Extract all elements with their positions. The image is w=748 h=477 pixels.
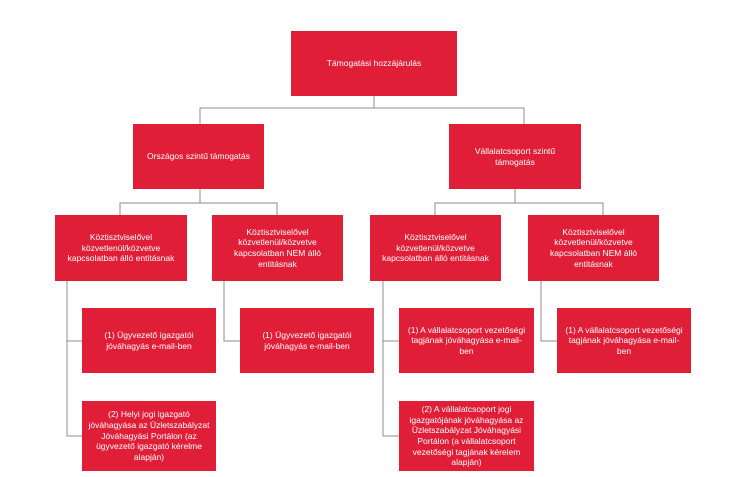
national-related-step2-label: (2) Helyi jogi igazgató jóváhagyása az Ü… xyxy=(88,409,210,462)
group-support-label: Vállalatcsoport szintű támogatás xyxy=(474,145,556,167)
group-unrelated-step1-node: (1) A vállalatcsoport vezetőségi tagjána… xyxy=(557,308,691,373)
group-related-step2-label: (2) A vállalatcsoport jogi igazgatójának… xyxy=(409,404,524,468)
group-related-step1-label: (1) A vállalatcsoport vezetőségi tagjána… xyxy=(407,324,526,356)
group-related-step1-node: (1) A vállalatcsoport vezetőségi tagjána… xyxy=(399,308,534,373)
national-support-label: Országos szintű támogatás xyxy=(147,151,250,162)
national-unrelated-step1-label: (1) Ügyvezető igazgatói jóváhagyás e-mai… xyxy=(262,329,352,351)
root-label: Támogatási hozzájárulás xyxy=(326,58,422,69)
group-related-entity-label: Köztisztviselővel közvetlenül/közvetve k… xyxy=(382,232,489,264)
national-related-step1-node: (1) Ügyvezető igazgatói jóváhagyás e-mai… xyxy=(82,308,216,373)
national-support-node: Országos szintű támogatás xyxy=(133,124,264,189)
group-related-step2-node: (2) A vállalatcsoport jogi igazgatójának… xyxy=(399,401,534,471)
national-related-step1-label: (1) Ügyvezető igazgatói jóváhagyás e-mai… xyxy=(104,329,194,351)
national-unrelated-step1-node: (1) Ügyvezető igazgatói jóváhagyás e-mai… xyxy=(240,308,374,373)
group-unrelated-entity-label: Köztisztviselővel közvetlenül/közvetve k… xyxy=(550,226,637,269)
national-unrelated-entity-label: Köztisztviselővel közvetlenül/közvetve k… xyxy=(234,226,321,269)
group-unrelated-entity-node: Köztisztviselővel közvetlenül/közvetve k… xyxy=(528,215,659,281)
national-unrelated-entity-node: Köztisztviselővel közvetlenül/közvetve k… xyxy=(212,215,343,281)
group-support-node: Vállalatcsoport szintű támogatás xyxy=(449,124,581,189)
group-unrelated-step1-label: (1) A vállalatcsoport vezetőségi tagjána… xyxy=(565,324,683,356)
national-related-entity-node: Köztisztviselővel közvetlenül/közvetve k… xyxy=(55,215,187,281)
root-node: Támogatási hozzájárulás xyxy=(291,31,457,96)
national-related-entity-label: Köztisztviselővel közvetlenül/közvetve k… xyxy=(67,232,175,264)
group-related-entity-node: Köztisztviselővel közvetlenül/közvetve k… xyxy=(370,215,501,281)
national-related-step2-node: (2) Helyi jogi igazgató jóváhagyása az Ü… xyxy=(82,401,216,471)
